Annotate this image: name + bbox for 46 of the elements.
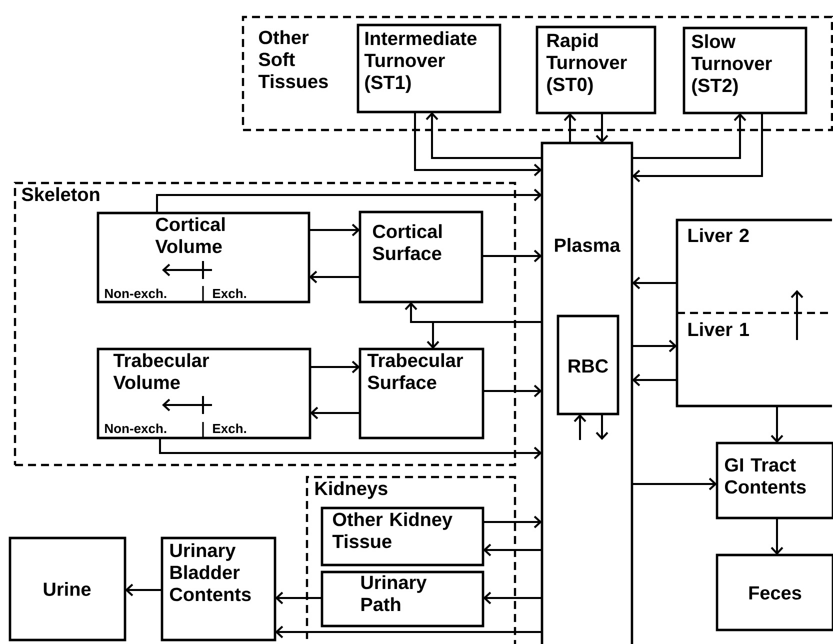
compartment-box: Slow Turnover (ST2): [682, 26, 808, 114]
arrow: [564, 113, 576, 143]
compartment-box: RBC: [556, 314, 620, 416]
compartment-box: Feces: [716, 554, 833, 632]
arrow: [596, 414, 608, 440]
compartment-box: Other Kidney Tissue: [320, 506, 484, 566]
arrow: [632, 276, 677, 290]
compartment-box: Cortical Volume Non-exch. Exch.: [96, 212, 310, 304]
compartment-box: Trabecular Volume Non-exch. Exch.: [96, 348, 312, 440]
arrow: [483, 544, 542, 556]
compartment-box: Urine: [8, 536, 126, 642]
arrow: [596, 113, 608, 143]
compartment-box: Trabecular Surface: [358, 348, 484, 440]
compartment-box: Intermediate Turnover (ST1): [356, 24, 502, 114]
compartment-box: Urinary Bladder Contents: [160, 536, 276, 642]
arrow: [310, 360, 360, 374]
arrow: [125, 584, 162, 596]
arrow: [483, 384, 542, 398]
arrow: [632, 113, 746, 159]
arrow: [309, 270, 360, 284]
arrow: [632, 478, 717, 490]
arrow: [483, 592, 542, 604]
arrow: [309, 224, 360, 236]
arrow: [426, 321, 542, 349]
arrow: [275, 592, 322, 604]
arrow: [310, 406, 360, 420]
arrow: [632, 113, 763, 182]
arrow: [426, 112, 542, 159]
compartment-box: Rapid Turnover (ST0): [536, 26, 656, 114]
arrow: [482, 250, 542, 262]
arrow: [156, 188, 542, 213]
arrow: [574, 414, 586, 440]
compartment-box: Urinary Path: [320, 570, 484, 628]
arrow: [632, 340, 677, 352]
arrow: [770, 518, 784, 555]
arrow: [275, 626, 542, 638]
arrow: [483, 516, 542, 528]
compartment-region: Liver 2: [676, 218, 832, 314]
arrow: [770, 406, 784, 443]
arrow: [159, 438, 542, 460]
arrow: [632, 374, 677, 386]
arrow: [790, 290, 804, 340]
compartment-region: Liver 1: [676, 313, 832, 408]
compartment-box: Cortical Surface: [358, 210, 484, 304]
compartment-box: GI Tract Contents: [716, 442, 833, 520]
arrow: [414, 112, 542, 176]
